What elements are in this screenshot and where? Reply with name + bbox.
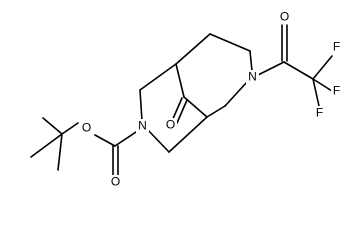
bond-cf3-f-top <box>312 55 333 80</box>
mask-f-bottom <box>314 106 325 120</box>
bond-cf3-f-right <box>312 78 333 92</box>
bond-cf3-f-bottom <box>312 78 320 107</box>
bond-bridgehead-top-c6 <box>139 63 177 91</box>
bond-c7-bridgehead-bottom <box>168 116 208 153</box>
mask-n-left <box>136 119 149 133</box>
bond-o-ester-tbutyl <box>61 122 79 135</box>
atom-label-f-top: F <box>333 40 340 54</box>
mask-o-tfa-carbonyl <box>278 10 291 24</box>
bond-bridgehead-top-bridge <box>175 63 185 98</box>
atom-label-n-left: N <box>138 119 147 133</box>
bond-carbamate-o-ester <box>94 134 116 147</box>
mask-n-right <box>246 70 259 84</box>
atom-label-o-ester: O <box>82 121 91 135</box>
bond-nleft-c7 <box>145 127 170 153</box>
bond-nleft-carbamate <box>114 129 140 147</box>
atom-label-f-bottom: F <box>316 106 323 120</box>
bond-ketone-double-a <box>171 97 183 122</box>
bond-ketone-double-b <box>176 99 188 124</box>
bond-c6-nleft <box>139 89 143 122</box>
bond-c1-c2 <box>209 33 251 52</box>
bond-nright-c4 <box>224 81 248 107</box>
mask-f-right <box>331 84 342 98</box>
atom-label-n-right: N <box>248 70 257 84</box>
atom-label-o-boc-carbonyl: O <box>111 175 120 189</box>
bond-nright-acyl <box>257 61 285 76</box>
atom-label-f-right: F <box>333 84 340 98</box>
mask-o-ester <box>80 121 93 135</box>
bond-c2-nright <box>249 50 253 72</box>
bond-tbutyl-methyl-bottom <box>57 133 63 171</box>
bond-acyl-cf3 <box>283 61 314 80</box>
bond-c1-bridgehead-top <box>175 33 211 65</box>
atom-label-o-tfa-carbonyl: O <box>280 10 289 24</box>
chemical-structure: N N O O O O F F F <box>30 10 342 189</box>
mask-f-top <box>331 40 342 54</box>
mask-o-boc-carbonyl <box>109 175 122 189</box>
atom-label-o-ketone: O <box>166 118 175 132</box>
mask-o-ketone <box>164 118 177 132</box>
bond-tbutyl-methyl-top <box>42 117 63 135</box>
bond-tbutyl-methyl-left <box>30 133 63 158</box>
bond-bridge-bridgehead-bottom <box>183 96 208 118</box>
bond-c4-c5 <box>206 105 226 118</box>
